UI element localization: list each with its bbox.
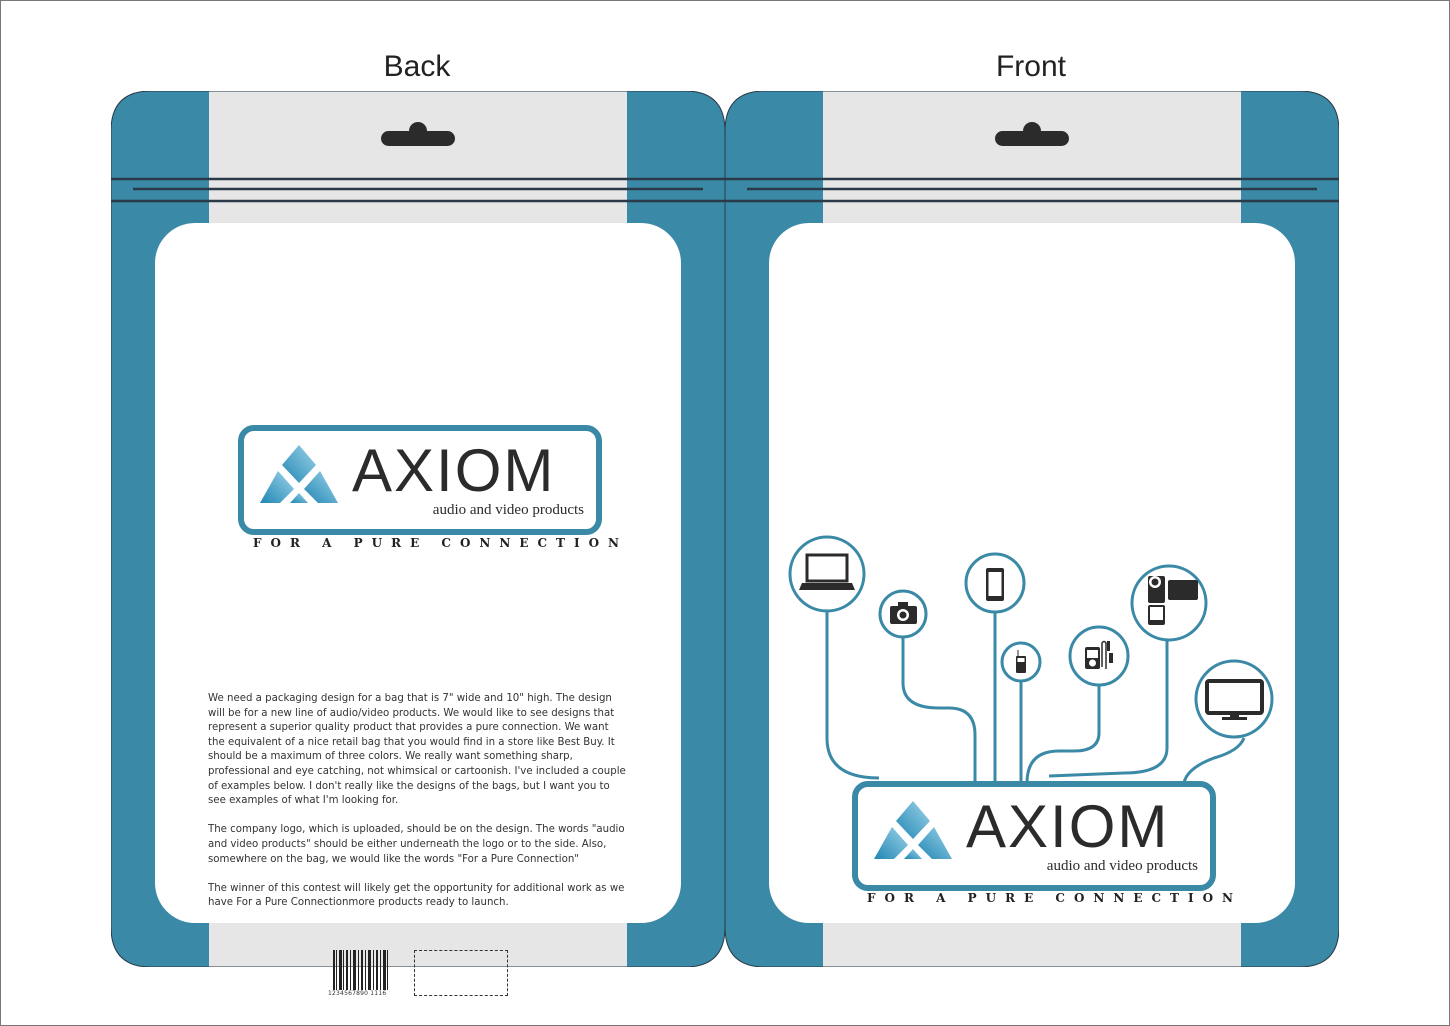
barcode: 1234567890 1116 [328, 950, 391, 1000]
back-panel: AXIOM audio and video products FOR A PUR… [111, 91, 725, 997]
laptop-icon [799, 553, 855, 590]
camcorder-icon [1148, 576, 1198, 625]
wordmark: AXIOM [352, 437, 556, 504]
wordmark: AXIOM [966, 793, 1170, 860]
smartphone-icon [986, 568, 1004, 601]
device-network [788, 535, 1274, 784]
hang-hole-icon [381, 122, 455, 146]
brief-text: We need a packaging design for a bag tha… [208, 692, 628, 926]
back-content-area: AXIOM audio and video products FOR A PUR… [155, 223, 681, 997]
front-title: Front [995, 50, 1067, 83]
camera-icon [890, 602, 917, 624]
tagline: audio and video products [1046, 858, 1198, 874]
axiom-triangle-icon [260, 445, 338, 503]
cell-phone-icon [1016, 650, 1026, 673]
monitor-icon [1205, 679, 1264, 720]
front-panel: AXIOM audio and video products FOR A PUR… [725, 91, 1339, 967]
slogan: FOR A PURE CONNECTION [253, 536, 628, 550]
back-title: Back [383, 50, 451, 83]
paragraph: The company logo, which is uploaded, sho… [208, 824, 625, 865]
logo: AXIOM audio and video products [852, 781, 1216, 891]
slogan: FOR A PURE CONNECTION [867, 891, 1242, 905]
tagline: audio and video products [432, 502, 584, 518]
logo: AXIOM audio and video products [238, 425, 602, 535]
barcode-number: 1234567890 1116 [328, 990, 387, 997]
paragraph: We need a packaging design for a bag tha… [208, 693, 626, 807]
axiom-triangle-icon [874, 801, 952, 859]
mp3-player-icon [1085, 640, 1113, 669]
placeholder-box [414, 950, 508, 996]
paragraph: The winner of this contest will likely g… [208, 882, 625, 909]
hang-hole-icon [995, 122, 1069, 146]
front-content-area: AXIOM audio and video products FOR A PUR… [769, 223, 1295, 923]
